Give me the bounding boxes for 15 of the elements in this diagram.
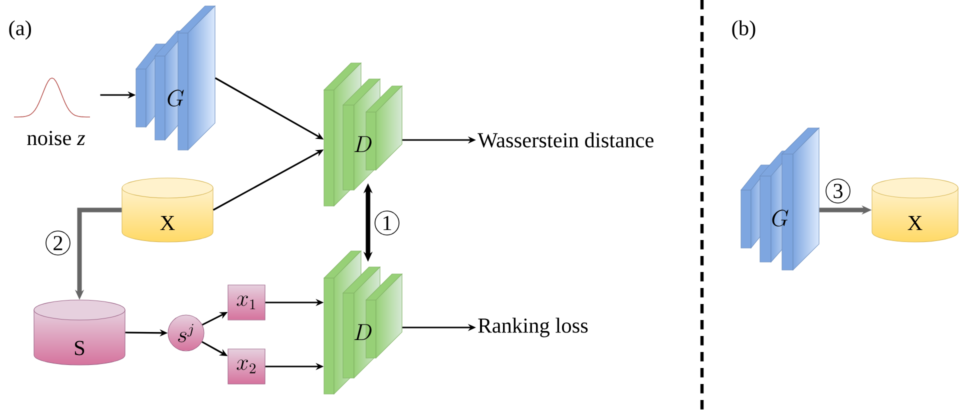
- database-cylinder: X: [872, 178, 958, 242]
- node-label: $G$: [772, 210, 788, 226]
- edge-label: 2: [46, 230, 70, 256]
- database-cylinder: S: [34, 300, 126, 366]
- panel-label: (a): [9, 20, 31, 40]
- panel-label: (b): [732, 20, 756, 40]
- sample-box: $x_2$: [228, 348, 266, 384]
- output-label: Ranking loss: [478, 318, 588, 338]
- output-label: Wasserstein distance: [478, 132, 654, 148]
- edge-label: 3: [826, 178, 850, 204]
- sample-box: $x_1$: [228, 284, 266, 320]
- edge-label: 1: [374, 210, 400, 236]
- noise-label: noise z: [27, 130, 86, 146]
- node-label: $G$: [168, 90, 184, 106]
- database-cylinder: X: [122, 178, 214, 242]
